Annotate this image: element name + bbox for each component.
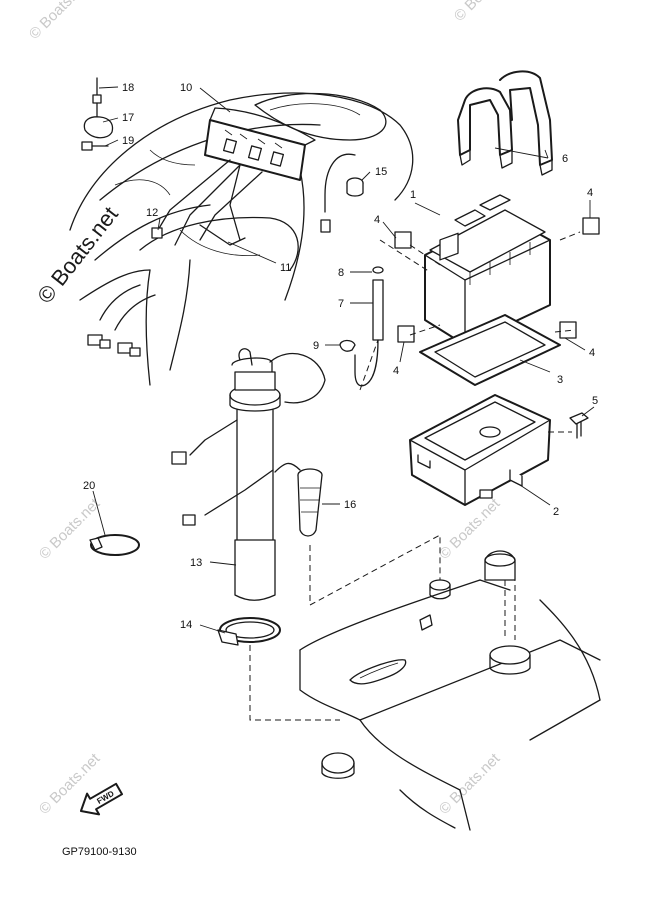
vent-hose bbox=[339, 266, 384, 387]
callout-4-bottom-right: 4 bbox=[589, 347, 595, 359]
fuel-tank-deck bbox=[299, 550, 601, 831]
callout-13: 13 bbox=[190, 557, 202, 569]
watermark-top-left: © Boats.net bbox=[26, 0, 94, 43]
battery-pads bbox=[394, 217, 600, 343]
callout-1: 1 bbox=[410, 189, 416, 201]
callout-3: 3 bbox=[557, 374, 563, 386]
callout-14: 14 bbox=[180, 619, 192, 631]
callout-19: 19 bbox=[122, 135, 134, 147]
fwd-arrow: FWD bbox=[79, 782, 124, 816]
hose-clamp bbox=[217, 617, 281, 646]
sensor-16 bbox=[274, 462, 323, 537]
battery bbox=[424, 194, 551, 346]
callout-12: 12 bbox=[146, 207, 158, 219]
bolt-5 bbox=[569, 412, 589, 439]
callout-4-top-right: 4 bbox=[587, 187, 593, 199]
sender-coupler-b bbox=[182, 514, 196, 526]
watermark-main: © Boats.net bbox=[32, 202, 123, 308]
callout-20: 20 bbox=[83, 480, 95, 492]
fuel-sender bbox=[171, 348, 326, 601]
wire-harness bbox=[87, 159, 263, 357]
switch-15 bbox=[320, 153, 364, 233]
watermark-top-right: © Boats.net bbox=[451, 0, 519, 25]
leader-lines bbox=[92, 86, 595, 634]
callout-8: 8 bbox=[338, 267, 344, 279]
callout-10: 10 bbox=[180, 82, 192, 94]
callout-17: 17 bbox=[122, 112, 134, 124]
callout-18: 18 bbox=[122, 82, 134, 94]
callout-4-bottom-left: 4 bbox=[393, 365, 399, 377]
callout-4-top-left: 4 bbox=[374, 214, 380, 226]
callout-5: 5 bbox=[592, 395, 598, 407]
meter-assembly bbox=[204, 107, 316, 181]
watermark-bottom-right: © Boats.net bbox=[436, 750, 504, 818]
callout-11: 11 bbox=[280, 262, 291, 274]
callout-9: 9 bbox=[313, 340, 319, 352]
callout-7: 7 bbox=[338, 298, 344, 310]
callout-labels: 18 17 19 10 15 1 4 4 6 8 7 9 4 4 3 5 2 1… bbox=[83, 82, 598, 631]
callout-15: 15 bbox=[375, 166, 387, 178]
cable-strap bbox=[89, 534, 140, 556]
coupler-12 bbox=[151, 227, 163, 239]
battery-mat bbox=[419, 314, 561, 386]
diagram-code: GP79100-9130 bbox=[62, 846, 137, 858]
callout-16: 16 bbox=[344, 499, 356, 511]
callout-2: 2 bbox=[553, 506, 559, 518]
callout-6: 6 bbox=[562, 153, 568, 165]
battery-box bbox=[409, 394, 551, 506]
deck-hull-outline bbox=[69, 92, 414, 386]
battery-straps bbox=[457, 70, 553, 176]
reference-lines bbox=[249, 231, 581, 721]
sensor-17-18-19 bbox=[81, 77, 114, 151]
sender-coupler-a bbox=[171, 451, 187, 465]
watermark-mid-left: © Boats.net bbox=[36, 495, 104, 563]
